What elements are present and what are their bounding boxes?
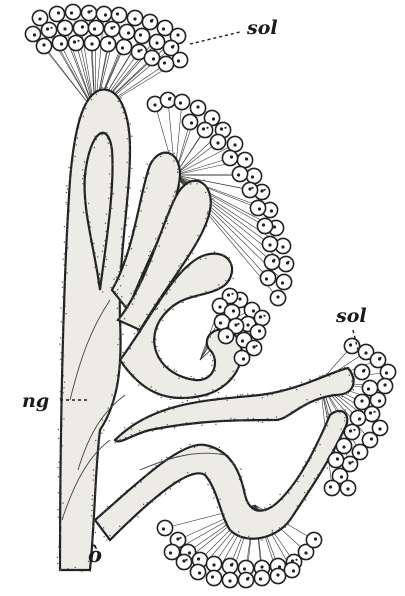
ganglion-cell — [172, 52, 187, 67]
ganglion-cell — [214, 314, 229, 329]
ganglion-cell — [264, 254, 279, 269]
ganglion-cell — [324, 480, 339, 495]
ganglion-cell — [174, 94, 189, 109]
ganglion-cell — [104, 21, 119, 36]
ganglion-cell — [254, 310, 269, 325]
ganglion-cell — [222, 558, 237, 573]
ganglion-cell — [222, 572, 237, 587]
ganglion-cell — [344, 338, 359, 353]
ganglion-cell — [116, 39, 131, 54]
ganglion-cell — [100, 36, 115, 51]
ganglion-cell — [158, 56, 173, 71]
ganglion-cell — [119, 24, 134, 39]
ganglion-cell — [250, 324, 265, 339]
ganglion-cell — [41, 22, 56, 37]
ganglion-cell — [354, 364, 369, 379]
nerve-trunk — [57, 87, 356, 572]
ganglion-cell — [260, 270, 275, 285]
ganglion-cell — [149, 34, 164, 49]
ganglion-cell — [218, 328, 233, 343]
ganglion-cell — [160, 92, 175, 107]
ganglion-cell — [127, 10, 142, 25]
ganglion-cell — [270, 568, 285, 583]
ganglion-cell — [380, 364, 395, 379]
label-sol-top: sol — [246, 17, 278, 39]
ganglion-cell — [144, 50, 159, 65]
nerve-fiber — [175, 174, 240, 175]
ganglion-cell — [246, 168, 261, 183]
ganglion-cell — [232, 166, 247, 181]
ganglion-cell — [142, 14, 157, 29]
ganglion-cell — [73, 20, 88, 35]
ganglion-cell — [242, 182, 257, 197]
label-ng: ng — [22, 390, 49, 412]
ganglion-cell — [190, 564, 205, 579]
ganglion-cell — [336, 438, 351, 453]
ganglion-cell — [222, 150, 237, 165]
ganglion-cell — [182, 114, 197, 129]
label-o: ò — [88, 542, 102, 567]
ganglion-cell — [176, 554, 191, 569]
ganglion-cell — [306, 532, 321, 547]
ganglion-cell — [84, 35, 99, 50]
ganglion-cell — [350, 410, 365, 425]
ganglion-cell — [234, 350, 249, 365]
sol-top-leader — [190, 32, 240, 44]
ganglion-cell — [52, 35, 67, 50]
label-sol-right: sol — [335, 305, 367, 327]
ganglion-cell — [49, 6, 64, 21]
ganglion-cell — [284, 562, 299, 577]
ganglion-cell — [157, 520, 172, 535]
ganglion-cell — [111, 7, 126, 22]
ganglion-cell — [262, 236, 277, 251]
ganglion-cell — [65, 4, 80, 19]
ganglion-cell — [134, 28, 149, 43]
ganglion-cell — [88, 20, 103, 35]
ganglion-cell — [96, 6, 111, 21]
ganglion-cell — [254, 570, 269, 585]
ganglion-cell — [276, 274, 291, 289]
ganglion-cell — [210, 134, 225, 149]
ganglion-cell — [340, 480, 355, 495]
ganglion-cell — [227, 136, 242, 151]
ganglion-cell — [81, 5, 96, 20]
ganglion-cell — [68, 35, 83, 50]
ganglion-cell — [190, 100, 205, 115]
ganglion-cell — [206, 556, 221, 571]
ganglion-cell — [278, 256, 293, 271]
ganglion-cell — [270, 290, 285, 305]
ganglion-cell — [206, 570, 221, 585]
ganglion-cell — [250, 200, 265, 215]
ganglion-cell — [354, 394, 369, 409]
ganglion-cell — [344, 424, 359, 439]
ganglion-cell — [362, 380, 377, 395]
ganglion-cell — [257, 218, 272, 233]
ganglion-cell — [25, 26, 40, 41]
ganglion-cell — [36, 38, 51, 53]
ganglion-cell — [238, 572, 253, 587]
ganglion-cell — [57, 20, 72, 35]
ganglion-cell — [377, 378, 392, 393]
ganglion-cell — [328, 452, 343, 467]
ganglion-cell — [197, 122, 212, 137]
ganglion-cell — [237, 152, 252, 167]
